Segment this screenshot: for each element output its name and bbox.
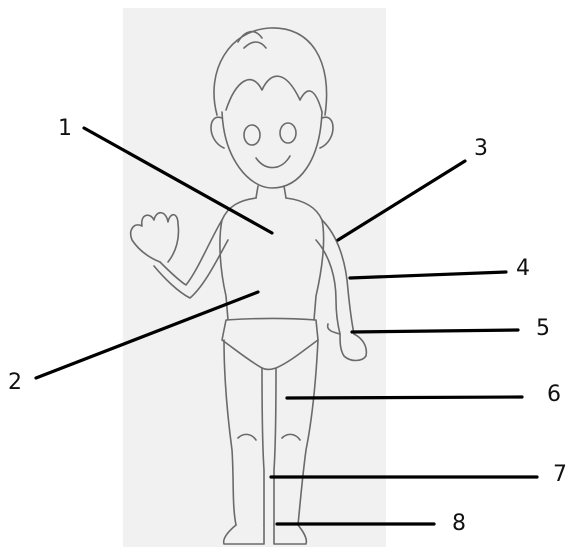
label-1: 1 xyxy=(58,118,72,140)
leader-line-5 xyxy=(352,330,518,332)
label-6: 6 xyxy=(547,384,561,406)
label-4: 4 xyxy=(516,258,530,280)
label-5: 5 xyxy=(536,318,550,340)
label-3: 3 xyxy=(474,138,488,160)
leader-line-6 xyxy=(287,397,522,398)
label-2: 2 xyxy=(8,372,22,394)
label-7: 7 xyxy=(553,464,567,486)
label-8: 8 xyxy=(452,513,466,535)
